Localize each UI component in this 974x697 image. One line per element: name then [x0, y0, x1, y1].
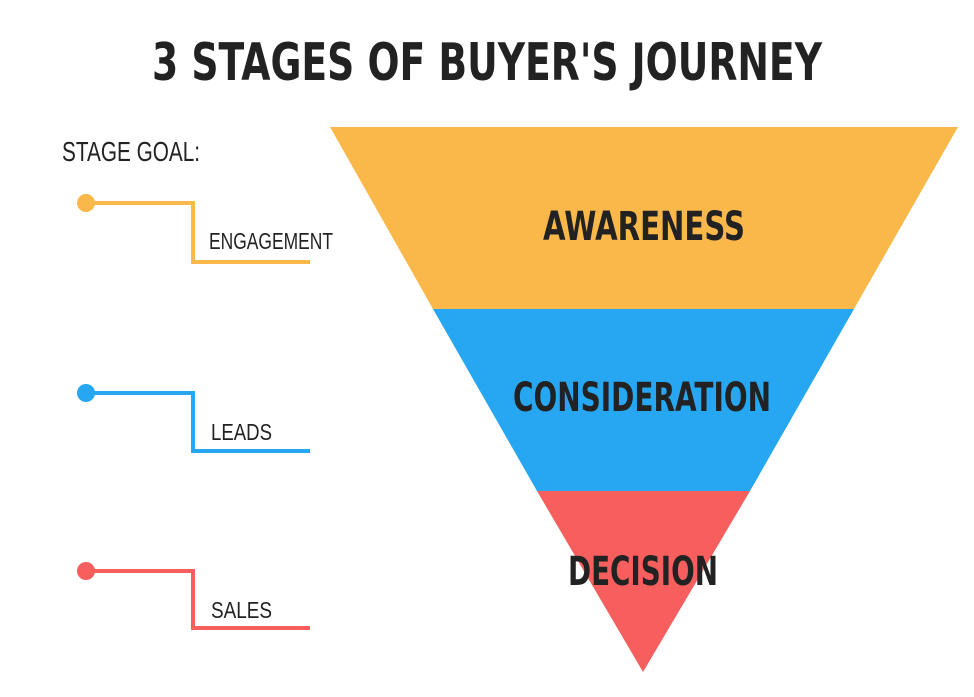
- goal-label-leads: LEADS: [211, 419, 272, 445]
- funnel: [330, 127, 958, 672]
- goal-connector-engagement: [86, 201, 310, 264]
- goal-connector-leads: [86, 391, 310, 453]
- page-title: 3 STAGES OF BUYER'S JOURNEY: [152, 33, 823, 93]
- goal-engagement: ENGAGEMENT: [77, 194, 333, 264]
- goal-label-engagement: ENGAGEMENT: [209, 228, 333, 254]
- funnel-segment-decision: [537, 491, 750, 672]
- funnel-segment-consideration: [433, 309, 854, 491]
- funnel-label-awareness: AWARENESS: [543, 204, 745, 250]
- stage-goal-heading: STAGE GOAL:: [62, 136, 200, 167]
- goal-leads: LEADS: [77, 384, 310, 453]
- funnel-segment-awareness: [330, 127, 958, 309]
- funnel-label-consideration: CONSIDERATION: [513, 375, 771, 421]
- funnel-label-decision: DECISION: [568, 549, 718, 595]
- goal-connector-sales: [86, 569, 310, 630]
- goal-label-sales: SALES: [211, 597, 272, 623]
- goal-sales: SALES: [77, 562, 310, 630]
